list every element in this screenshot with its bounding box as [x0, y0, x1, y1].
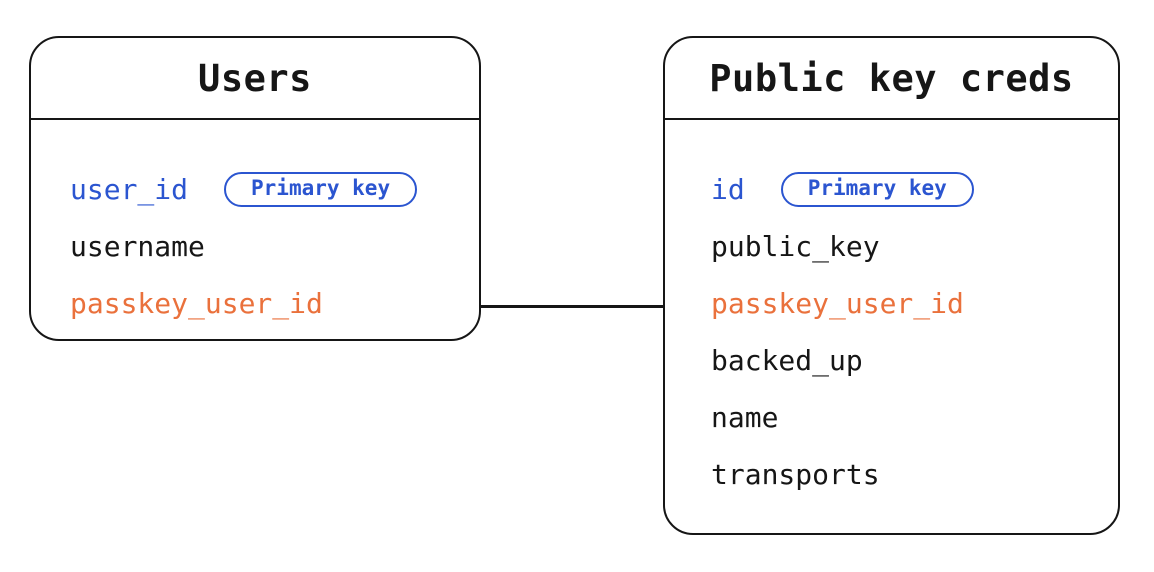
field-row: id Primary key [711, 161, 1118, 218]
field-row: user_id Primary key [70, 161, 479, 218]
table-title-public-key-creds: Public key creds [665, 38, 1118, 120]
table-node-users: Users user_id Primary key username passkey_… [29, 36, 481, 341]
field-name: id [711, 173, 745, 206]
field-row: passkey_user_id [711, 275, 1118, 332]
primary-key-badge: Primary key [224, 171, 418, 208]
field-row: public_key [711, 218, 1118, 275]
field-name: backed_up [711, 344, 863, 377]
relationship-connector-line [481, 305, 665, 308]
field-row: username [70, 218, 479, 275]
field-row: backed_up [711, 332, 1118, 389]
field-name: username [70, 230, 205, 263]
field-name: name [711, 401, 779, 434]
field-row: passkey_user_id [70, 275, 479, 332]
field-name: public_key [711, 230, 880, 263]
field-name: user_id [70, 173, 189, 206]
table-node-public-key-creds: Public key creds id Primary key public_key… [663, 36, 1120, 535]
field-name: transports [711, 458, 880, 491]
field-name: passkey_user_id [70, 287, 323, 320]
field-row: transports [711, 446, 1118, 503]
field-list-users: user_id Primary key username passkey_user_i… [31, 120, 479, 332]
field-name: passkey_user_id [711, 287, 964, 320]
primary-key-badge: Primary key [780, 171, 974, 208]
table-title-users: Users [31, 38, 479, 120]
field-row: name [711, 389, 1118, 446]
